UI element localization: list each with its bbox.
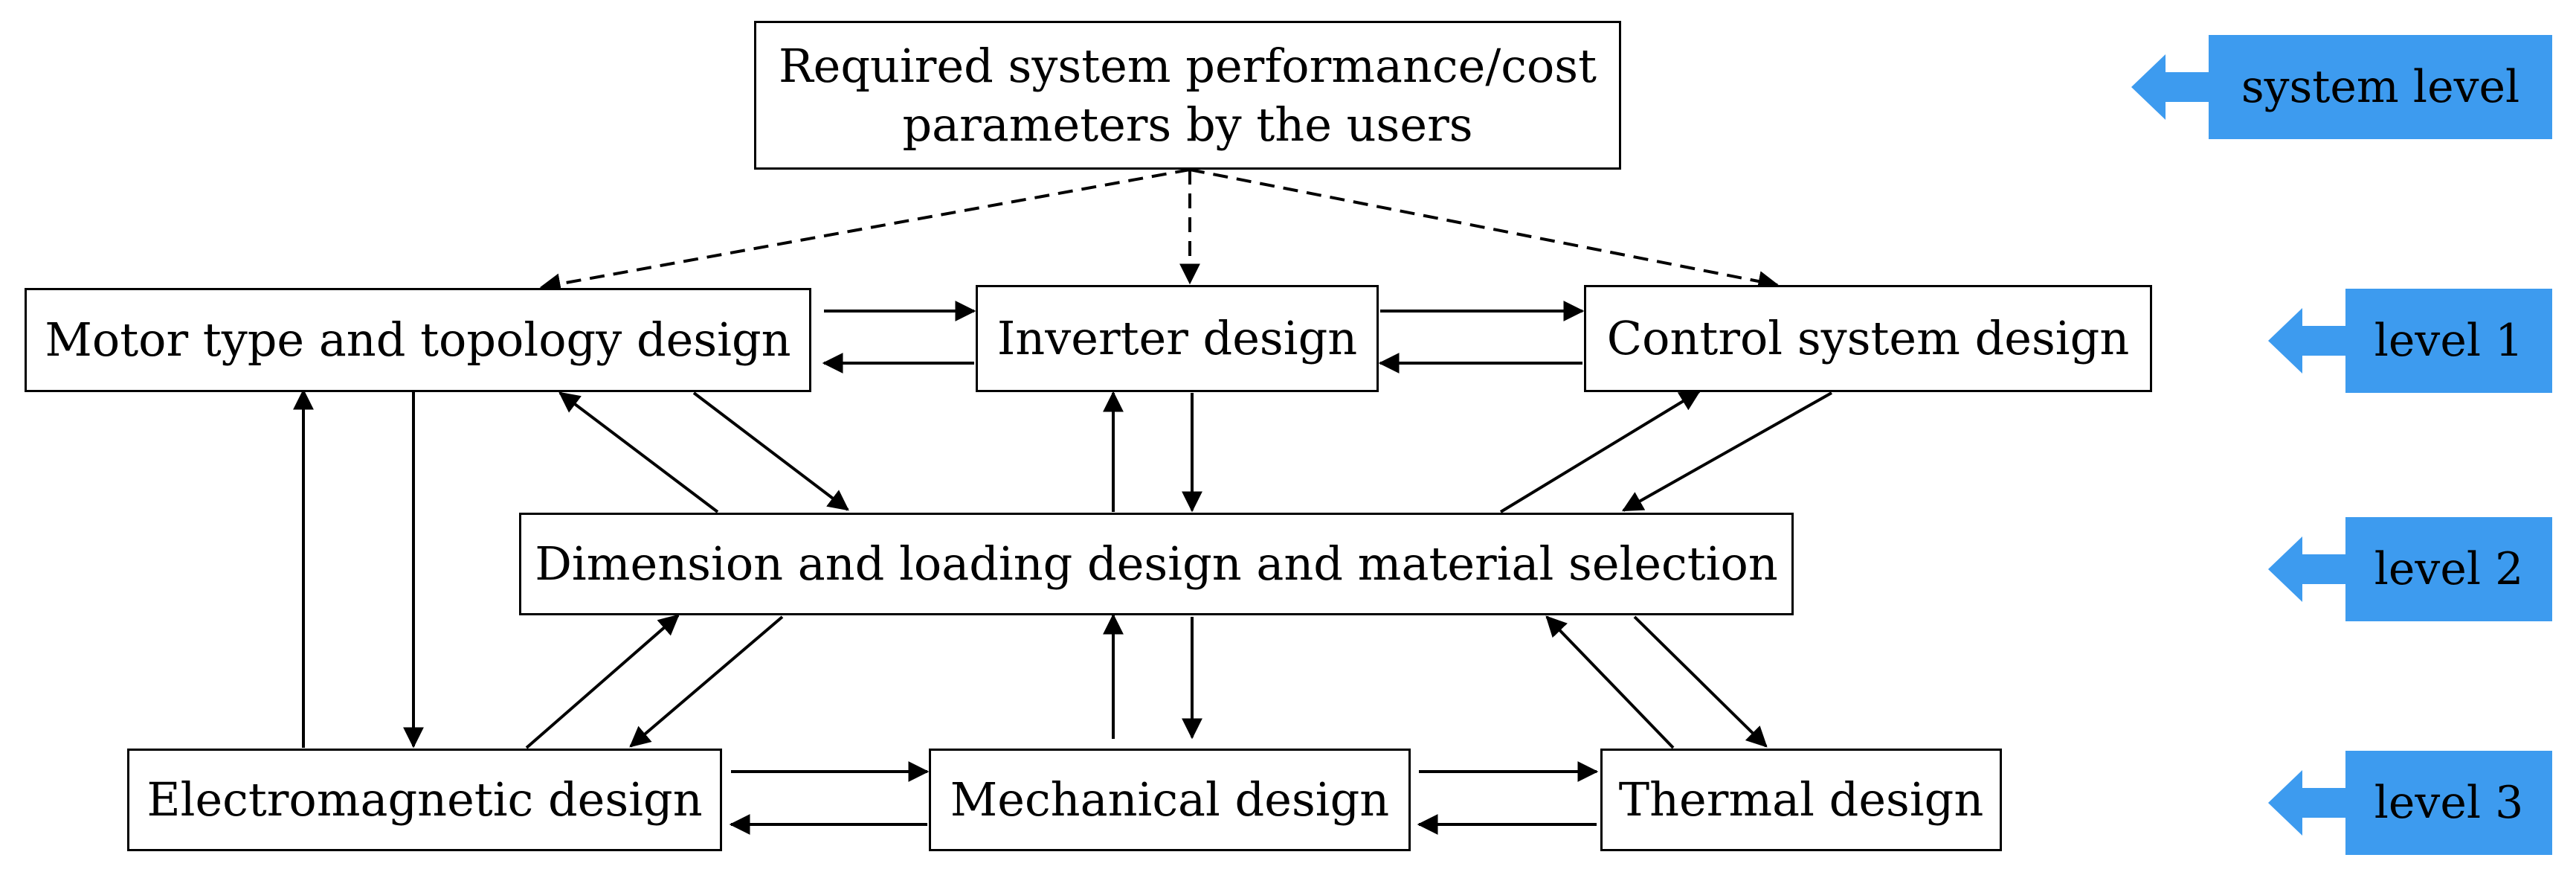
arrow-dimension-to-thermal	[1633, 615, 1768, 748]
box-mechanical-design: Mechanical design	[929, 749, 1411, 851]
box-thermal-design-label: Thermal design	[1618, 772, 1984, 827]
arrow-dimension-to-control	[1499, 390, 1701, 513]
level-tag-3-label: level 3	[2374, 777, 2524, 829]
box-user-requirements-line-1: Required system performance/cost	[778, 38, 1597, 93]
level-tag-2-label: level 2	[2374, 543, 2524, 595]
level-arrow-1-icon	[2268, 308, 2345, 374]
box-thermal-design: Thermal design	[1600, 749, 2002, 851]
arrow-control-to-dimension	[1621, 391, 1832, 512]
level-tag-3: level 3	[2345, 751, 2552, 855]
arrow-dimension-to-motor	[558, 391, 719, 513]
box-mechanical-design-label: Mechanical design	[950, 772, 1390, 827]
box-inverter-design-label: Inverter design	[996, 311, 1358, 366]
level-arrow-3-icon	[2268, 770, 2345, 836]
box-motor-design-label: Motor type and topology design	[45, 313, 791, 368]
level-tag-1-label: level 1	[2374, 315, 2524, 367]
box-control-design: Control system design	[1584, 285, 2152, 392]
box-electromagnetic-design-label: Electromagnetic design	[146, 772, 703, 827]
arrow-motor-to-dimension	[692, 391, 849, 511]
level-tag-system: system level	[2209, 35, 2552, 139]
box-inverter-design: Inverter design	[976, 285, 1379, 392]
level-tag-system-label: system level	[2241, 61, 2520, 113]
box-dimension-design: Dimension and loading design and materia…	[519, 513, 1794, 615]
level-arrow-system-icon	[2131, 54, 2209, 120]
level-tag-1: level 1	[2345, 289, 2552, 393]
box-dimension-design-label: Dimension and loading design and materia…	[535, 536, 1778, 592]
arrow-dimension-to-electromagnetic	[629, 615, 784, 748]
box-motor-design: Motor type and topology design	[25, 288, 811, 392]
dashed-arrow-to-control	[1189, 168, 1780, 292]
box-user-requirements-line-2: parameters by the users	[902, 97, 1473, 152]
arrow-thermal-to-dimension	[1545, 615, 1675, 749]
box-user-requirements: Required system performance/cost paramet…	[754, 21, 1621, 170]
level-arrow-2-icon	[2268, 536, 2345, 602]
dashed-arrow-to-motor	[539, 168, 1191, 295]
box-control-design-label: Control system design	[1606, 311, 2130, 366]
box-electromagnetic-design: Electromagnetic design	[127, 749, 722, 851]
arrow-electromagnetic-to-dimension	[525, 614, 680, 749]
level-tag-2: level 2	[2345, 517, 2552, 621]
